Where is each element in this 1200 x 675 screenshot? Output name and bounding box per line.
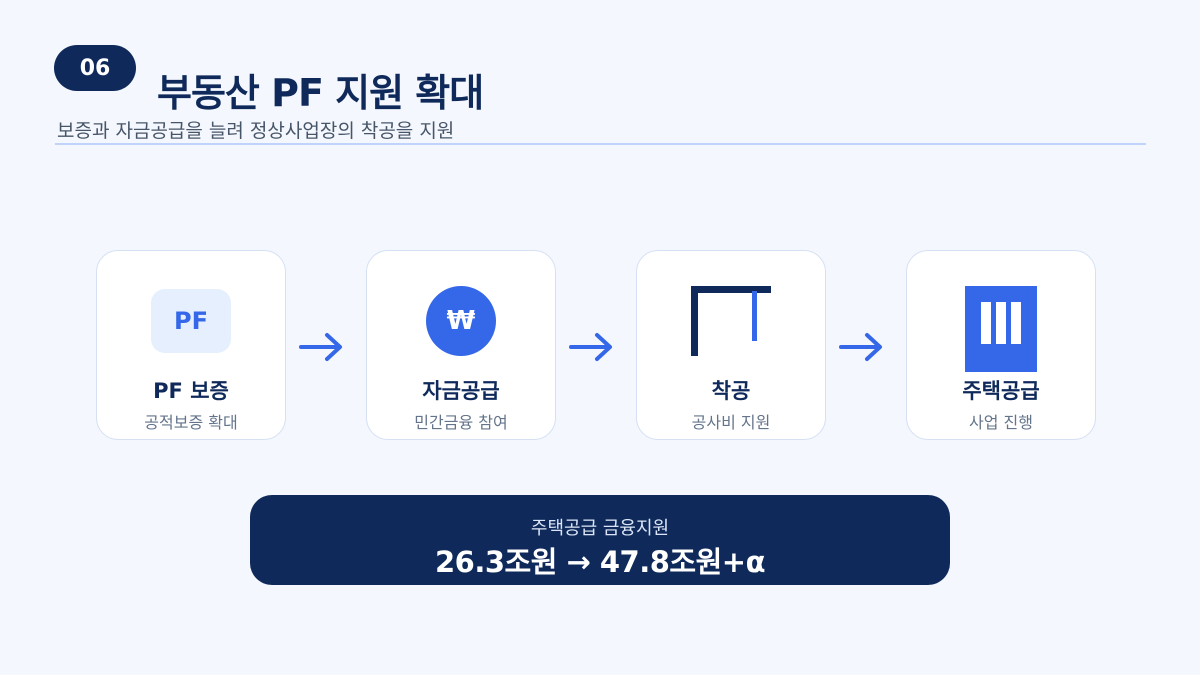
summary-label: 주택공급 금융지원: [530, 518, 670, 539]
step-title: PF 보증: [153, 379, 229, 403]
step-description: 공사비 지원: [691, 413, 771, 432]
summary-value: 26.3조원 → 47.8조원+α: [434, 545, 766, 579]
step-card-funding: ₩ 자금공급 민간금융 참여: [366, 250, 556, 440]
right-arrow-icon: [569, 333, 612, 361]
step-card-housing-supply: 주택공급 사업 진행: [906, 250, 1096, 440]
step-description: 공적보증 확대: [144, 413, 238, 432]
construction-frame-icon: [691, 286, 771, 356]
page-title: 부동산 PF 지원 확대: [157, 71, 484, 115]
step-title: 착공: [711, 379, 751, 403]
summary-banner: 주택공급 금융지원 26.3조원 → 47.8조원+α: [250, 495, 950, 585]
step-title: 주택공급: [962, 379, 1040, 403]
won-coin-icon: ₩: [426, 286, 496, 356]
apartment-building-icon: [965, 286, 1037, 372]
step-title: 자금공급: [422, 379, 500, 403]
pf-badge-icon: PF: [151, 289, 231, 353]
right-arrow-icon: [299, 333, 342, 361]
section-number-badge: 06: [54, 45, 136, 91]
right-arrow-icon: [839, 333, 882, 361]
step-description: 사업 진행: [969, 413, 1033, 432]
header-divider: [55, 143, 1146, 145]
step-card-construction-start: 착공 공사비 지원: [636, 250, 826, 440]
step-description: 민간금융 참여: [414, 413, 508, 432]
page-subtitle: 보증과 자금공급을 늘려 정상사업장의 착공을 지원: [57, 120, 455, 142]
step-card-pf-guarantee: PF PF 보증 공적보증 확대: [96, 250, 286, 440]
